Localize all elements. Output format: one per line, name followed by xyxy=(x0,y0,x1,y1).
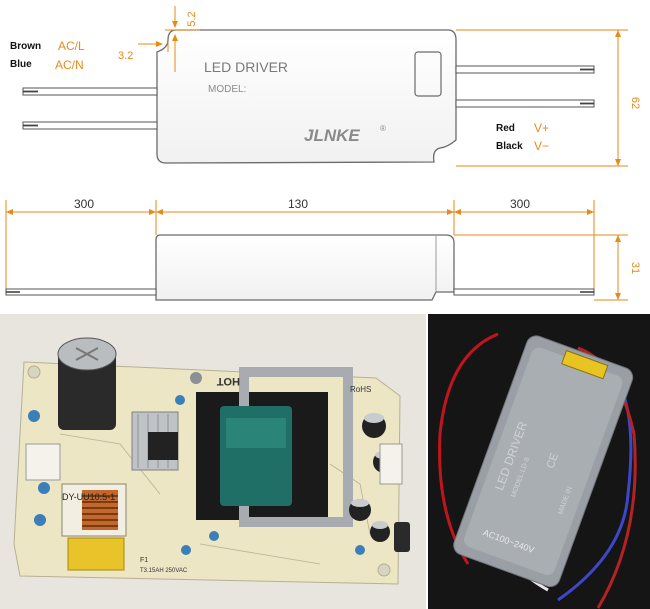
heatsink xyxy=(131,411,179,471)
red-wire-label: Red xyxy=(496,123,515,134)
input-wire-blue xyxy=(22,121,158,130)
transformer xyxy=(196,367,353,527)
side-body-outline xyxy=(155,234,455,301)
dim-notch xyxy=(138,41,169,52)
rohs-label: RoHS xyxy=(350,385,371,394)
brown-wire-label: Brown xyxy=(10,41,41,52)
blue-wire-label: Blue xyxy=(10,59,32,70)
acl-label: AC/L xyxy=(58,39,85,53)
vminus-label: V− xyxy=(534,139,549,153)
dim-thickness xyxy=(454,234,628,301)
dim-length-line xyxy=(5,200,595,292)
brand-logo: JLNKE xyxy=(304,126,360,145)
dim-left-wire-label: 300 xyxy=(74,197,94,211)
side-wire-left xyxy=(5,288,157,296)
pcb-illustration: DY-UU10.5-1 HOT RoHS F1 T3.15AH 250VAC xyxy=(0,314,426,609)
dim-top-gap-label: 5.2 xyxy=(186,11,198,26)
fuse-label: F1 xyxy=(140,557,148,564)
black-wire-label: Black xyxy=(496,141,523,152)
output-wire-black xyxy=(455,99,595,108)
common-mode-choke xyxy=(61,483,127,537)
model-label: MODEL: xyxy=(208,84,246,95)
dim-height xyxy=(456,29,628,167)
ceramic-capacitors xyxy=(28,372,365,555)
transformer-code: DY-UU10.5-1 xyxy=(62,492,115,502)
ce-mark: CE xyxy=(545,452,562,470)
housing-illustration: LED DRIVER MODEL:LD-8 AC100~240V MADE IN… xyxy=(428,314,650,609)
side-wire-right xyxy=(453,288,595,296)
driver-housing: LED DRIVER MODEL:LD-8 AC100~240V MADE IN… xyxy=(453,335,634,588)
input-wire-brown xyxy=(22,87,158,96)
side-view: 300 130 300 31 xyxy=(5,197,641,301)
dim-notch-label: 3.2 xyxy=(118,50,133,62)
input-connector xyxy=(25,443,61,481)
output-wire-red xyxy=(455,65,595,74)
bulk-capacitor xyxy=(57,337,117,430)
top-view: LED DRIVER MODEL: JLNKE ® Brown AC/L Blu… xyxy=(10,6,641,167)
technical-drawing: LED DRIVER MODEL: JLNKE ® Brown AC/L Blu… xyxy=(5,6,641,301)
acn-label: AC/N xyxy=(55,58,84,72)
label-window xyxy=(414,51,442,97)
driver-title: LED DRIVER xyxy=(204,59,288,75)
pcb-photo: DY-UU10.5-1 HOT RoHS F1 T3.15AH 250VAC xyxy=(0,314,426,609)
dim-right-wire-label: 300 xyxy=(510,197,530,211)
hot-label: HOT xyxy=(217,375,241,387)
vplus-label: V+ xyxy=(534,121,549,135)
housing-photo: LED DRIVER MODEL:LD-8 AC100~240V MADE IN… xyxy=(428,314,650,609)
dim-height-label: 62 xyxy=(629,97,641,109)
registered-mark: ® xyxy=(380,124,386,133)
output-connector xyxy=(379,443,403,485)
dim-thickness-label: 31 xyxy=(629,262,641,274)
dim-top-gap xyxy=(165,6,200,72)
fuse-rating-label: T3.15AH 250VAC xyxy=(140,568,188,574)
x-capacitor xyxy=(67,537,125,571)
dim-body-label: 130 xyxy=(288,197,308,211)
driver-body-outline xyxy=(156,29,457,164)
